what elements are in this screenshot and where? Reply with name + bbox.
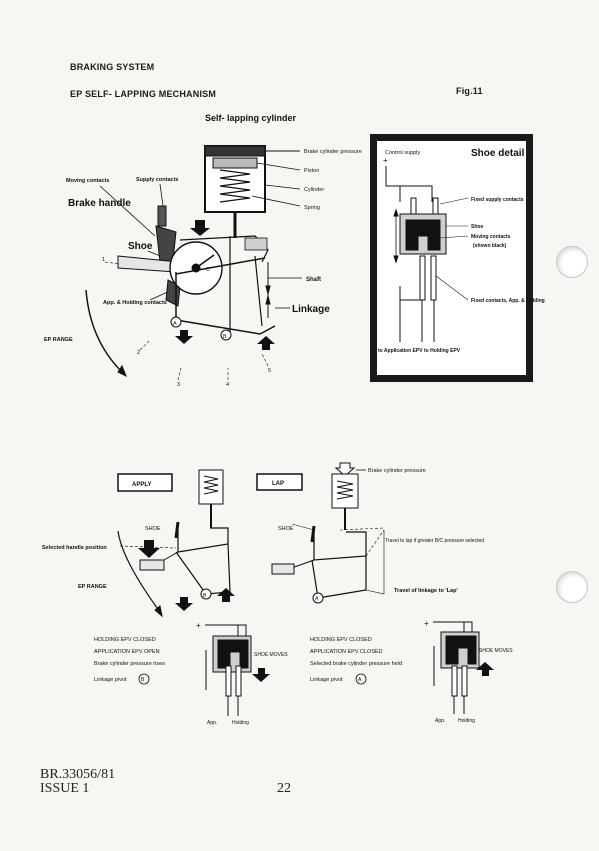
label-brake-handle: Brake handle — [68, 198, 131, 209]
label-supply-contacts: Supply contacts — [136, 177, 178, 183]
lap-pivot-letter: A — [358, 677, 362, 683]
leader-lines — [99, 183, 302, 309]
apply-mechanism — [117, 469, 231, 618]
mechanism — [117, 205, 276, 341]
lap-shoe-moves: SHOE MOVES — [479, 648, 513, 654]
apply-panel: APPLY SHOE Selected hand — [42, 469, 288, 726]
label-linkage: Linkage — [292, 304, 330, 315]
label-shaft: Shaft — [306, 277, 321, 283]
apply-line-3: Brake cylinder pressure rises — [94, 661, 165, 667]
label-ep-range: EP RANGE — [44, 337, 73, 343]
apply-pivot-marker: B — [203, 593, 207, 599]
point-c: C — [206, 267, 210, 273]
lap-mechanism — [271, 462, 385, 604]
apply-button: APPLY — [132, 482, 151, 488]
shown-black-label: (shown black) — [473, 243, 507, 249]
figure-number: Fig.11 — [456, 86, 483, 96]
apply-ep-range-label: EP RANGE — [78, 584, 107, 590]
lap-line-1: HOLDING EPV CLOSED — [310, 637, 372, 643]
position-3: 3 — [177, 382, 180, 388]
apply-shoe-moves: SHOE MOVES — [254, 652, 288, 658]
selected-handle-position-label: Selected handle position — [42, 545, 107, 551]
shoe-detail-shoe-label: Shoe — [471, 224, 483, 230]
apply-linkage-pivot: Linkage pivot — [94, 677, 127, 683]
label-moving-contacts: Moving contacts — [66, 178, 109, 184]
apply-pivot-letter: B — [141, 677, 145, 683]
page-title: EP SELF- LAPPING MECHANISM — [70, 89, 217, 99]
apply-shoe-label: SHOE — [145, 526, 161, 532]
to-application-epv-label: to Application EPV — [378, 348, 423, 354]
fixed-supply-contacts-label: Fixed supply contacts — [471, 197, 524, 203]
ep-range-arc — [85, 261, 269, 381]
lap-line-2: APPLICATION EPV CLOSED — [310, 649, 383, 655]
to-holding-epv-label: to Holding EPV — [424, 348, 461, 354]
apply-holding-label: Holding — [232, 720, 249, 726]
punch-hole-bottom — [556, 571, 588, 603]
control-supply-label: Control supply — [385, 150, 420, 156]
lap-shoe-schematic: + — [424, 619, 480, 714]
shoe-detail-drawing — [385, 166, 469, 342]
apply-line-1: HOLDING EPV CLOSED — [94, 637, 156, 643]
lap-app-label: App. — [435, 718, 445, 724]
issue-number: ISSUE 1 — [40, 781, 90, 796]
label-spring: Spring — [304, 205, 320, 211]
position-2: 2 — [137, 350, 140, 356]
fixed-contacts-app-holding-label: Fixed contacts, App. & Holding — [471, 298, 545, 304]
lap-button: LAP — [272, 481, 284, 487]
self-lapping-cylinder-title: Self- lapping cylinder — [205, 113, 297, 123]
label-shoe: Shoe — [128, 241, 153, 252]
label-cylinder: Cylinder — [304, 187, 324, 193]
lap-shoe-label: SHOE — [278, 526, 294, 532]
shoe-detail-title-1: Shoe detail — [471, 148, 525, 159]
lap-line-3: Selected brake cylinder pressure held — [310, 661, 402, 667]
document-number: BR.33056/81 — [40, 767, 116, 782]
lap-holding-label: Holding — [458, 718, 475, 724]
section-heading: BRAKING SYSTEM — [70, 62, 155, 72]
self-lapping-cylinder — [204, 145, 301, 238]
lap-travel-of-linkage: Travel of linkage to 'Lap' — [394, 588, 458, 594]
lap-brake-cylinder-pressure: Brake cylinder pressure — [368, 468, 426, 474]
apply-shoe-schematic: + — [196, 621, 252, 716]
label-brake-cylinder-pressure: Brake cylinder pressure — [304, 149, 362, 155]
lap-pivot-marker: A — [315, 596, 319, 602]
point-b: B — [223, 334, 227, 340]
lap-plus: + — [424, 619, 429, 628]
label-piston: Piston — [304, 168, 319, 174]
lap-linkage-pivot: Linkage pivot — [310, 677, 343, 683]
main-diagram: Self- lapping cylinder Brake cylinder pr… — [44, 113, 362, 388]
page-number: 22 — [277, 781, 291, 796]
point-a: A — [173, 321, 177, 327]
shoe-detail-box: Shoe detail Control supply + — [370, 134, 545, 382]
moving-contacts-label: Moving contacts — [471, 234, 511, 240]
apply-arrows — [138, 540, 235, 611]
label-app-holding-contacts: App. & Holding contacts — [103, 300, 167, 306]
punch-hole-top — [556, 246, 588, 278]
position-4: 4 — [226, 382, 229, 388]
lap-travel-note: Travel to lap if greater B/C pressure se… — [385, 538, 484, 544]
apply-line-2: APPLICATION EPV OPEN — [94, 649, 160, 655]
plus-symbol: + — [383, 156, 388, 165]
position-5: 5 — [268, 368, 271, 374]
main-arrows — [175, 220, 275, 350]
position-1: 1 — [102, 257, 105, 263]
apply-plus: + — [196, 621, 201, 630]
lap-panel: LAP Brake cylinder pressure S — [256, 462, 513, 724]
apply-app-label: App. — [207, 720, 217, 726]
